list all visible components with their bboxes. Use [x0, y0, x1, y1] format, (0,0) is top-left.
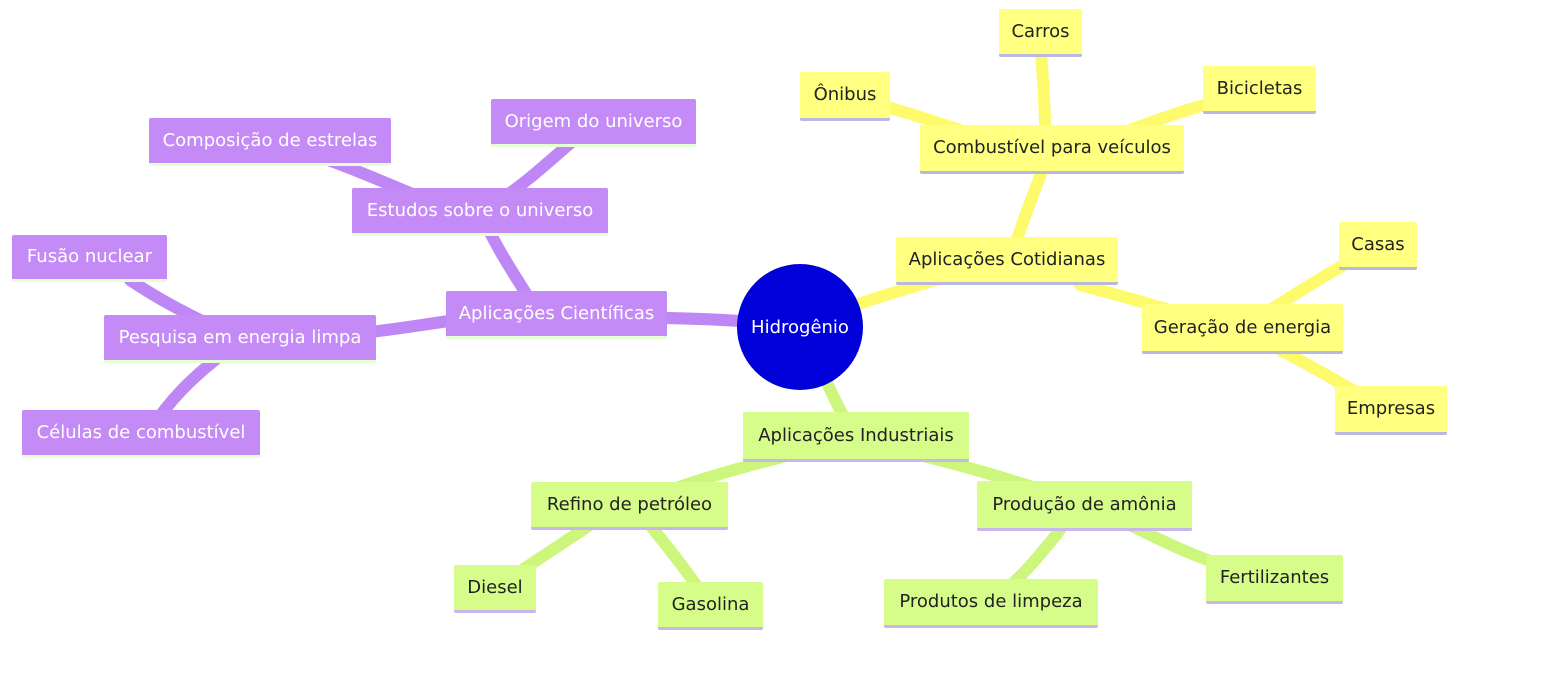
node-diesel: Diesel	[454, 565, 536, 613]
node-fusao-nuclear: Fusão nuclear	[12, 235, 167, 282]
node-estudos-universo: Estudos sobre o universo	[352, 188, 608, 236]
node-aplicacoes-cotidianas: Aplicações Cotidianas	[896, 237, 1118, 285]
node-origem-universo: Origem do universo	[491, 99, 696, 147]
node-empresas: Empresas	[1335, 386, 1447, 435]
node-combustivel-veiculos: Combustível para veículos	[920, 125, 1184, 174]
root-node: Hidrogênio	[737, 264, 863, 390]
node-bicicletas: Bicicletas	[1203, 66, 1316, 114]
node-fertilizantes: Fertilizantes	[1206, 555, 1343, 604]
node-onibus: Ônibus	[800, 72, 890, 121]
node-casas: Casas	[1339, 222, 1417, 270]
node-celulas-combustivel: Células de combustível	[22, 410, 260, 458]
node-refino-petroleo: Refino de petróleo	[531, 482, 728, 530]
node-carros: Carros	[999, 9, 1082, 57]
node-gasolina: Gasolina	[658, 582, 763, 630]
node-composicao-estrelas: Composição de estrelas	[149, 118, 391, 166]
node-produtos-limpeza: Produtos de limpeza	[884, 579, 1098, 628]
node-aplicacoes-cientificas: Aplicações Científicas	[446, 291, 667, 339]
node-producao-amonia: Produção de amônia	[977, 481, 1192, 531]
node-pesquisa-energia-limpa: Pesquisa em energia limpa	[104, 315, 376, 363]
node-geracao-energia: Geração de energia	[1142, 304, 1343, 354]
node-aplicacoes-industriais: Aplicações Industriais	[743, 412, 969, 462]
